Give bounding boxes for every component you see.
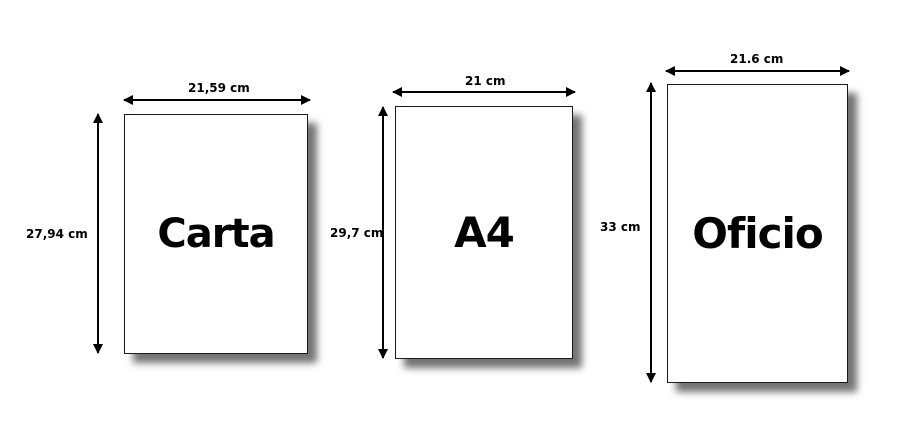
carta-height-label: 27,94 cm (26, 227, 88, 241)
oficio-width-label: 21.6 cm (730, 52, 784, 66)
a4-height-label: 29,7 cm (330, 226, 384, 240)
sheet-a4: A4 (395, 106, 573, 359)
sheet-name: Carta (157, 211, 275, 257)
sheet-oficio: Oficio (667, 84, 848, 383)
sheet-name: Oficio (692, 209, 824, 258)
a4-width-label: 21 cm (465, 74, 506, 88)
sheet-name: A4 (454, 208, 515, 257)
sheet-carta: Carta (124, 114, 308, 354)
oficio-height-label: 33 cm (600, 220, 641, 234)
carta-width-label: 21,59 cm (188, 81, 250, 95)
